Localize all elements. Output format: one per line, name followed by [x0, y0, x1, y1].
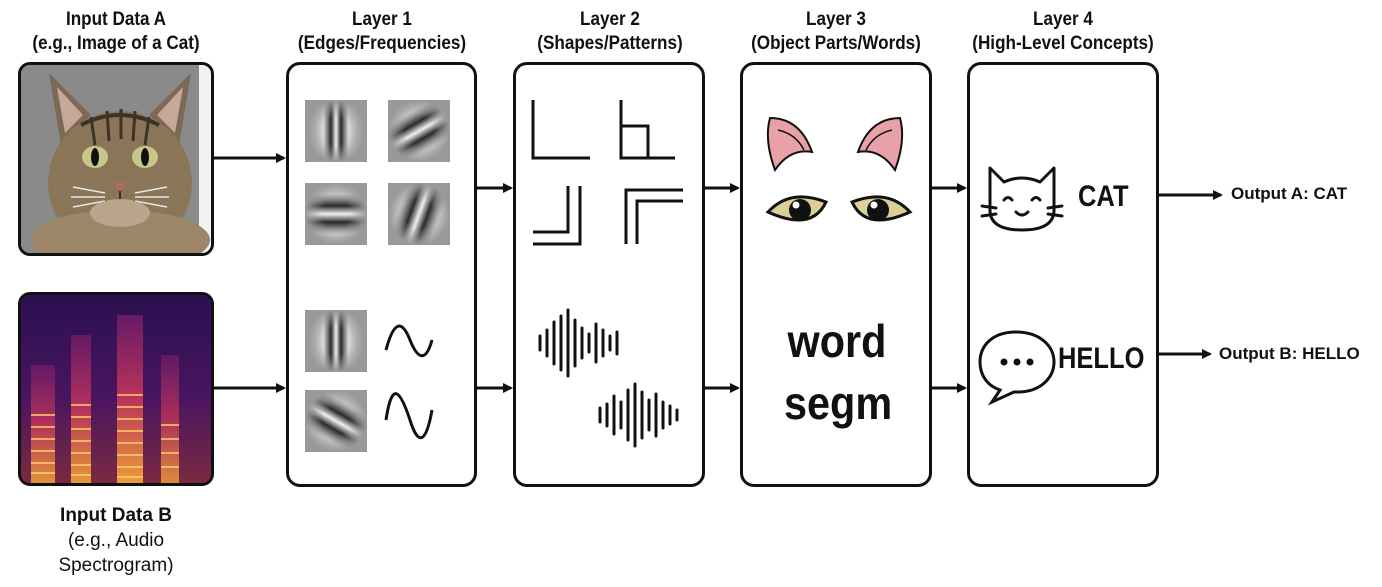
cat-face-icon: [980, 166, 1064, 232]
layer-3-word-line2: segm: [784, 377, 893, 429]
speech-bubble-icon: [978, 330, 1056, 406]
concept-hello-label: HELLO: [1058, 342, 1145, 375]
layer-2-title: Layer 2: [580, 9, 640, 30]
layer-4-header: Layer 4 (High-Level Concepts): [955, 8, 1171, 56]
gabor-filter-icon: [305, 100, 367, 162]
cat-ear-icon: [766, 116, 814, 173]
sine-wave-icon: [384, 392, 434, 440]
cat-photo-illustration: [21, 65, 211, 253]
input-b-line3: Spectrogram): [58, 555, 174, 576]
layer-2-subtitle: (Shapes/Patterns): [537, 33, 683, 54]
sound-wave-icon: [538, 308, 619, 378]
gabor-filter-icon: [388, 100, 450, 162]
layer-2-header: Layer 2 (Shapes/Patterns): [502, 8, 718, 56]
layer-4-title: Layer 4: [1033, 9, 1093, 30]
gabor-filter-icon: [305, 183, 367, 245]
layer-4-subtitle: (High-Level Concepts): [972, 33, 1154, 54]
layer-3-subtitle: (Object Parts/Words): [751, 33, 921, 54]
input-a-title: Input Data A: [65, 9, 167, 30]
layer-1-header: Layer 1 (Edges/Frequencies): [274, 8, 490, 56]
input-b-title: Input Data B: [60, 505, 172, 526]
gabor-filter-icon: [305, 390, 367, 452]
layer-3-word-line1: word: [787, 315, 887, 367]
input-a-header: Input Data A (e.g., Image of a Cat): [12, 8, 221, 56]
output-a-label: Output A: CAT: [1231, 184, 1348, 203]
sound-wave-icon: [598, 382, 679, 448]
arrow-icon: [214, 153, 1223, 393]
input-a-subtitle: (e.g., Image of a Cat): [32, 33, 200, 54]
input-b-line2: (e.g., Audio: [67, 530, 165, 551]
input-b-label: Input Data B (e.g., Audio Spectrogram): [0, 503, 232, 578]
corner-shape-icon: [533, 186, 582, 246]
spectrogram: [18, 292, 214, 486]
output-b-label: Output B: HELLO: [1219, 344, 1360, 363]
layer-1-title: Layer 1: [352, 9, 412, 30]
cat-ear-icon: [856, 116, 904, 173]
layer-2-box: [513, 62, 705, 487]
corner-shape-icon: [619, 100, 675, 160]
gabor-filter-icon: [388, 183, 450, 245]
cat-photo: [18, 62, 214, 256]
corner-shape-icon: [624, 188, 683, 244]
sine-wave-icon: [384, 324, 434, 358]
concept-cat-label: CAT: [1078, 180, 1129, 213]
corner-shape-icon: [531, 100, 590, 160]
layer-4-box: [967, 62, 1159, 487]
layer-3-title: Layer 3: [806, 9, 866, 30]
gabor-filter-icon: [305, 310, 367, 372]
spectrogram-illustration: [21, 295, 211, 483]
layer-3-header: Layer 3 (Object Parts/Words): [728, 8, 944, 56]
cat-eye-icon: [765, 195, 829, 222]
layer-1-subtitle: (Edges/Frequencies): [297, 33, 467, 54]
cat-eye-icon: [849, 195, 913, 222]
